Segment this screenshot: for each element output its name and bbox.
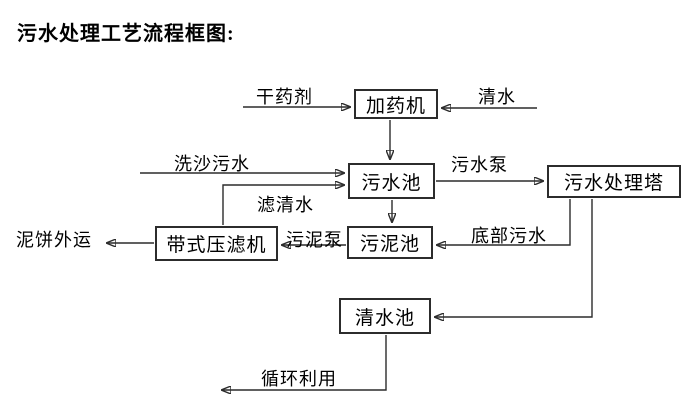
flow-label-mud-cake-outbound: 泥饼外运 <box>16 230 92 250</box>
arrow-bottom-sewage-to-sludge <box>437 199 571 245</box>
flow-label-sludge-pump: 污泥泵 <box>286 230 343 250</box>
diagram-title: 污水处理工艺流程框图: <box>17 23 235 45</box>
flow-label-recycling: 循环利用 <box>261 369 337 389</box>
node-sludge-pool: 污泥池 <box>347 226 433 259</box>
node-dosing-machine-label: 加药机 <box>365 95 426 117</box>
arrow-tower-to-clean-pool <box>435 199 593 317</box>
arrow-clean-pool-to-recycling <box>222 335 387 390</box>
flow-label-clean-water: 清水 <box>478 87 516 107</box>
node-belt-filter-press: 带式压滤机 <box>155 226 278 261</box>
flow-label-sand-washing-sewage: 洗沙污水 <box>174 154 250 174</box>
node-sewage-pool: 污水池 <box>348 163 435 199</box>
flow-label-bottom-sewage: 底部污水 <box>471 226 547 246</box>
node-treatment-tower-label: 污水处理塔 <box>563 173 664 194</box>
flow-label-dry-agent: 干药剂 <box>256 87 313 107</box>
node-sewage-pool-label: 污水池 <box>361 172 422 194</box>
node-dosing-machine: 加药机 <box>354 89 438 119</box>
node-clean-water-pool-label: 清水池 <box>354 307 415 329</box>
node-sludge-pool-label: 污泥池 <box>359 234 420 255</box>
node-clean-water-pool: 清水池 <box>339 298 431 334</box>
arrow-filtered-water-to-sewage-pool <box>222 185 344 225</box>
node-belt-filter-press-label: 带式压滤机 <box>166 235 267 256</box>
flow-label-filtered-water: 滤清水 <box>257 195 314 215</box>
node-treatment-tower: 污水处理塔 <box>547 165 681 198</box>
flow-label-sewage-pump: 污水泵 <box>451 155 508 175</box>
